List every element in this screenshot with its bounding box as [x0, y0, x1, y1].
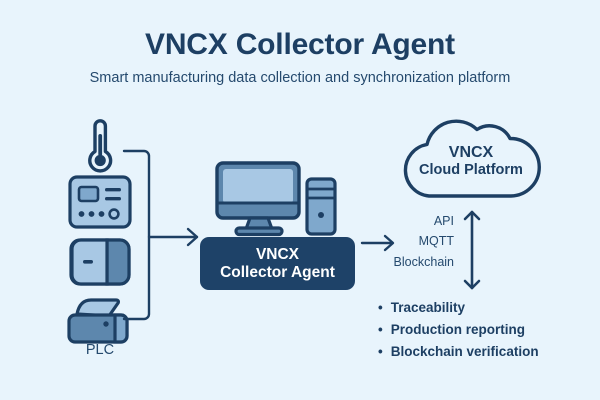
bullet-glyph: •: [378, 300, 383, 315]
capability-item-traceability: • Traceability: [378, 297, 593, 319]
capability-list: • Traceability • Production reporting • …: [378, 297, 593, 363]
protocol-list: API MQTT Blockchain: [372, 211, 454, 272]
cloud-sync-double-arrow: [463, 210, 481, 290]
industrial-printer-icon: [60, 296, 140, 348]
device-group: [60, 118, 140, 353]
protocol-item-mqtt: MQTT: [418, 234, 454, 249]
sensor-device-icon: [60, 236, 140, 288]
plc-controller-icon: [60, 174, 140, 230]
bullet-glyph: •: [378, 322, 383, 337]
page-subtitle: Smart manufacturing data collection and …: [89, 70, 511, 86]
page-title: VNCX Collector Agent: [145, 28, 455, 61]
collector-agent-box[interactable]: VNCX Collector Agent: [200, 237, 355, 290]
capability-label: Production reporting: [390, 322, 526, 337]
protocol-item-api: API: [433, 214, 454, 228]
devices-to-agent-connector: [122, 149, 199, 321]
capability-label: Blockchain verification: [390, 344, 539, 359]
agent-box-line2: Collector Agent: [220, 263, 335, 281]
capability-item-blockchain-verification: • Blockchain verification: [378, 341, 593, 363]
cloud-platform-shape: [403, 119, 541, 198]
bullet-glyph: •: [378, 344, 383, 359]
plc-group-label: PLC: [85, 342, 115, 358]
agent-to-cloud-arrow: [360, 234, 395, 252]
agent-box-line1: VNCX: [255, 246, 300, 264]
computer-group: [214, 160, 339, 243]
capability-item-production-reporting: • Production reporting: [378, 319, 593, 341]
thermometer-icon: [60, 118, 140, 176]
capability-label: Traceability: [390, 300, 466, 315]
protocol-item-blockchain: Blockchain: [393, 254, 454, 269]
